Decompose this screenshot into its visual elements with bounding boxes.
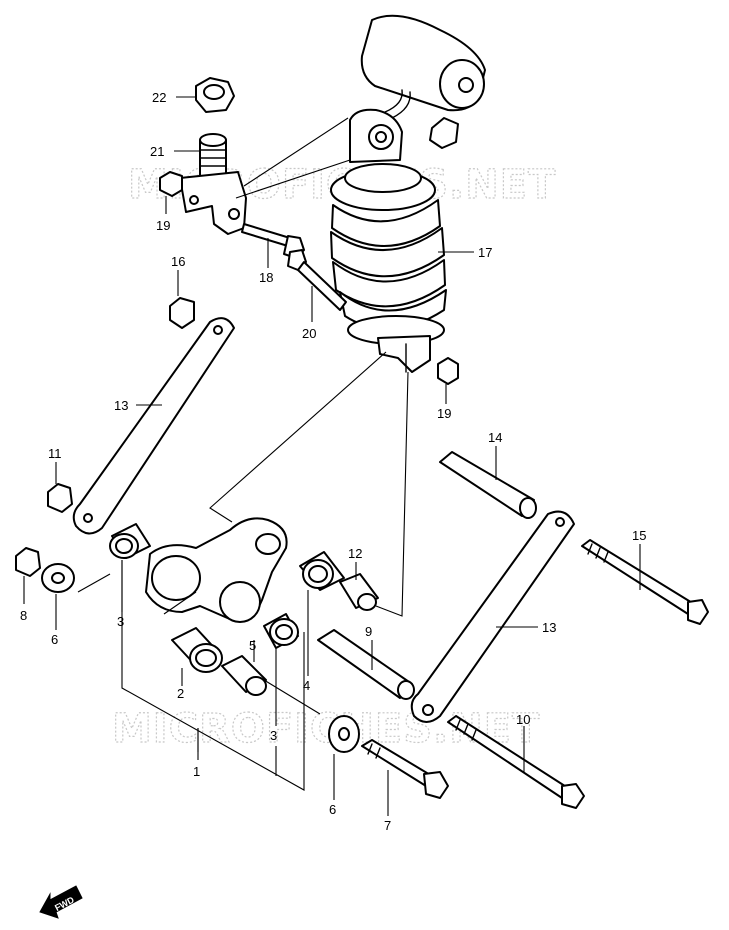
callout-9: 9 <box>365 624 372 639</box>
callout-numbers: 22 21 19 18 16 20 17 19 13 11 8 6 3 2 1 … <box>20 90 646 833</box>
collar-12 <box>339 573 379 611</box>
callout-19-right: 19 <box>437 406 451 421</box>
nut-19-right <box>437 357 459 385</box>
nut-22 <box>195 77 235 113</box>
callout-13-upper: 13 <box>114 398 128 413</box>
bolt-20 <box>287 249 347 311</box>
callout-19-left: 19 <box>156 218 170 233</box>
callout-3-left: 3 <box>117 614 124 629</box>
fwd-arrow-icon: FWD <box>39 885 83 919</box>
callout-17: 17 <box>478 245 492 260</box>
bolt-7 <box>361 739 449 799</box>
washer-6-left <box>41 563 75 593</box>
link-rod-13-upper <box>72 317 235 535</box>
washer-6-lower <box>328 715 360 753</box>
callout-6-right: 6 <box>329 802 336 817</box>
bearing-2 <box>171 627 223 673</box>
bolt-10 <box>447 715 585 809</box>
callout-11: 11 <box>48 446 62 461</box>
upper-mount-bracket <box>179 133 247 235</box>
callout-2: 2 <box>177 686 184 701</box>
callout-13-lower: 13 <box>542 620 556 635</box>
callout-12: 12 <box>348 546 362 561</box>
callout-21: 21 <box>150 144 164 159</box>
cushion-lever <box>145 517 288 623</box>
callout-1: 1 <box>193 764 200 779</box>
callout-6-left: 6 <box>51 632 58 647</box>
callout-leaders <box>23 96 641 816</box>
callout-20: 20 <box>302 326 316 341</box>
pipe-14 <box>439 451 537 519</box>
shock-absorber <box>330 14 486 373</box>
callout-22: 22 <box>152 90 166 105</box>
callout-7: 7 <box>384 818 391 833</box>
assembly-lines <box>77 117 409 791</box>
callout-18: 18 <box>259 270 273 285</box>
bearing-3-upper <box>109 523 151 559</box>
collar-5 <box>221 655 267 696</box>
pipe-9 <box>317 629 415 700</box>
nut-16 <box>169 297 195 329</box>
callout-3-right: 3 <box>270 728 277 743</box>
callout-8: 8 <box>20 608 27 623</box>
bearing-4 <box>299 551 345 591</box>
bolt-15 <box>581 539 709 625</box>
callout-15: 15 <box>632 528 646 543</box>
callout-16: 16 <box>171 254 185 269</box>
callout-14: 14 <box>488 430 502 445</box>
callout-5: 5 <box>249 638 256 653</box>
callout-10: 10 <box>516 712 530 727</box>
nut-19-left <box>159 171 183 197</box>
nut-8 <box>15 547 41 577</box>
link-rod-13-lower <box>410 510 575 723</box>
callout-4: 4 <box>303 678 310 693</box>
bearing-3-lower <box>263 613 299 649</box>
nut-11 <box>47 483 73 513</box>
